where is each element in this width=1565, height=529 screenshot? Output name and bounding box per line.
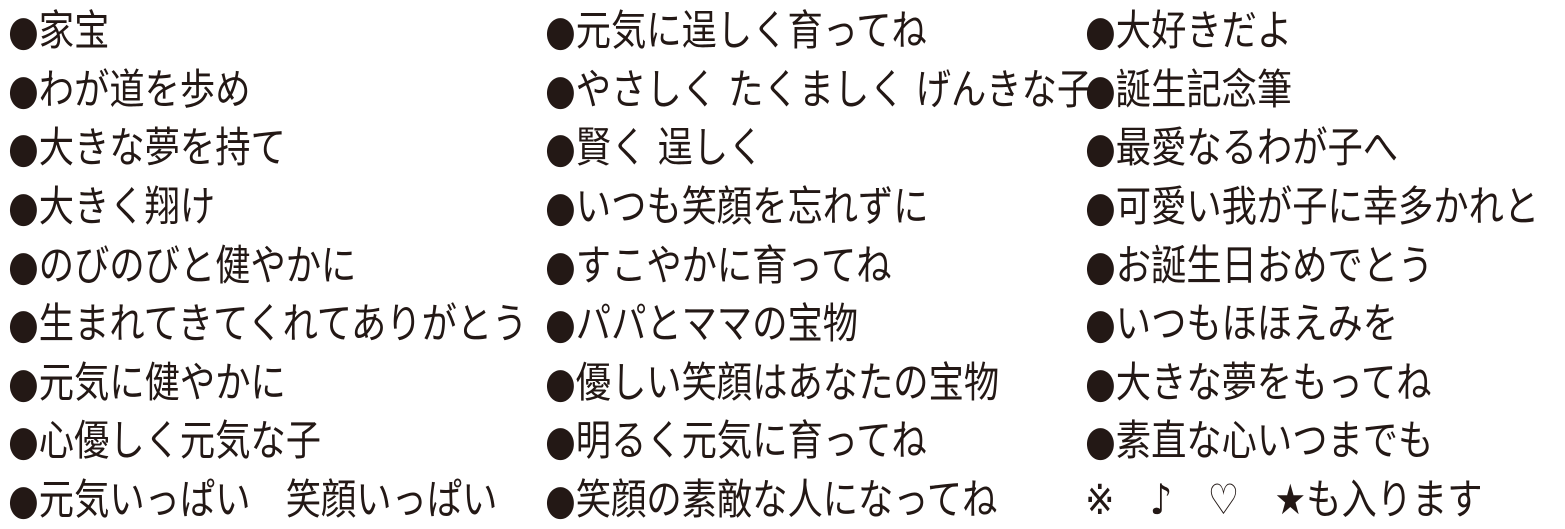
list-item: ●元気に逞しく育ってね [545, 2, 999, 61]
bullet-icon: ● [1085, 181, 1116, 231]
bullet-icon: ● [8, 357, 39, 407]
list-item: ●大きな夢をもってね [1085, 353, 1488, 412]
list-item: ●笑顔の素敵な人になってね [545, 471, 999, 529]
phrase-text: 笑顔の素敵な人になってね [575, 474, 998, 524]
phrase-text: 賢く 逞しく [575, 123, 764, 173]
list-item: ●やさしく たくましく げんきな子 [545, 61, 1092, 120]
phrase-text: 大好きだよ [1115, 6, 1293, 56]
list-item: ●いつもほほえみを [1085, 295, 1488, 354]
symbols-note: ※ ♪ ♡ ★も入ります [1085, 471, 1488, 529]
phrase-text: 大きな夢を持て [38, 123, 286, 173]
bullet-icon: ● [8, 299, 39, 349]
bullet-icon: ● [545, 240, 576, 290]
bullet-icon: ● [8, 416, 39, 466]
bullet-icon: ● [1085, 123, 1116, 173]
bullet-icon: ● [1085, 6, 1116, 56]
bullet-icon: ● [1085, 299, 1116, 349]
list-item: ●優しい笑顔はあなたの宝物 [545, 353, 999, 412]
bullet-icon: ● [1085, 64, 1116, 114]
symbols-note-text: ※ ♪ ♡ ★も入ります [1085, 474, 1483, 524]
bullet-icon: ● [8, 240, 39, 290]
bullet-icon: ● [545, 357, 576, 407]
list-item: ●素直な心いつまでも [1085, 412, 1488, 471]
phrase-text: 元気に逞しく育ってね [575, 6, 927, 56]
bullet-icon: ● [8, 181, 39, 231]
list-item: ●明るく元気に育ってね [545, 412, 999, 471]
list-item: ●最愛なるわが子へ [1085, 119, 1488, 178]
phrase-text: 大きな夢をもってね [1115, 357, 1432, 407]
phrase-text: 心優しく元気な子 [38, 416, 322, 466]
phrase-text: 元気いっぱい 笑顔いっぱい [38, 474, 498, 524]
bullet-icon: ● [1085, 240, 1116, 290]
phrase-text: 家宝 [38, 6, 110, 56]
phrase-text: わが道を歩め [38, 64, 251, 114]
list-item: ●お誕生日おめでとう [1085, 236, 1488, 295]
bullet-icon: ● [545, 299, 576, 349]
bullet-icon: ● [8, 123, 39, 173]
bullet-icon: ● [545, 474, 576, 524]
list-item: ●のびのびと健やかに [8, 236, 459, 295]
phrase-column-middle: ●元気に逞しく育ってね ●やさしく たくましく げんきな子 ●賢く 逞しく ●い… [545, 2, 1092, 529]
list-item: ●元気に健やかに [8, 353, 459, 412]
bullet-icon: ● [8, 64, 39, 114]
bullet-icon: ● [545, 123, 576, 173]
bullet-icon: ● [545, 6, 576, 56]
list-item: ●賢く 逞しく [545, 119, 999, 178]
list-item: ●わが道を歩め [8, 61, 459, 120]
phrase-column-right: ●大好きだよ ●誕生記念筆 ●最愛なるわが子へ ●可愛い我が子に幸多かれと ●お… [1085, 2, 1565, 529]
phrase-text: 元気に健やかに [38, 357, 286, 407]
list-item: ●可愛い我が子に幸多かれと [1085, 178, 1539, 237]
bullet-icon: ● [545, 181, 576, 231]
phrase-text: 可愛い我が子に幸多かれと [1115, 181, 1540, 231]
phrase-text: いつもほほえみを [1115, 299, 1399, 349]
list-item: ●パパとママの宝物 [545, 295, 999, 354]
phrase-text: 最愛なるわが子へ [1115, 123, 1399, 173]
bullet-icon: ● [8, 474, 39, 524]
list-item: ●大好きだよ [1085, 2, 1488, 61]
bullet-icon: ● [1085, 357, 1116, 407]
bullet-icon: ● [1085, 416, 1116, 466]
list-item: ●心優しく元気な子 [8, 412, 459, 471]
phrase-text: すこやかに育ってね [575, 240, 892, 290]
phrase-text: パパとママの宝物 [575, 299, 859, 349]
phrase-text: 誕生記念筆 [1115, 64, 1293, 114]
phrase-text: 素直な心いつまでも [1115, 416, 1434, 466]
phrase-text: 明るく元気に育ってね [575, 416, 927, 466]
bullet-icon: ● [545, 64, 576, 114]
list-item: ●いつも笑顔を忘れずに [545, 178, 999, 237]
phrase-column-left: ●家宝 ●わが道を歩め ●大きな夢を持て ●大きく翔け ●のびのびと健やかに ●… [8, 2, 545, 529]
list-item: ●すこやかに育ってね [545, 236, 999, 295]
phrase-text: 優しい笑顔はあなたの宝物 [575, 357, 1000, 407]
list-item: ●元気いっぱい 笑顔いっぱい [8, 471, 497, 529]
list-item: ●家宝 [8, 2, 459, 61]
list-item: ●誕生記念筆 [1085, 61, 1488, 120]
phrase-text: 大きく翔け [38, 181, 216, 231]
phrase-text: のびのびと健やかに [38, 240, 357, 290]
phrase-text: 生まれてきてくれてありがとう [38, 299, 528, 349]
list-item: ●大きな夢を持て [8, 119, 459, 178]
bullet-icon: ● [545, 416, 576, 466]
phrase-text: お誕生日おめでとう [1115, 240, 1434, 290]
phrase-text: いつも笑顔を忘れずに [575, 181, 929, 231]
list-item: ●生まれてきてくれてありがとう [8, 295, 527, 354]
list-item: ●大きく翔け [8, 178, 459, 237]
bullet-icon: ● [8, 6, 39, 56]
phrase-text: やさしく たくましく げんきな子 [575, 64, 1093, 114]
